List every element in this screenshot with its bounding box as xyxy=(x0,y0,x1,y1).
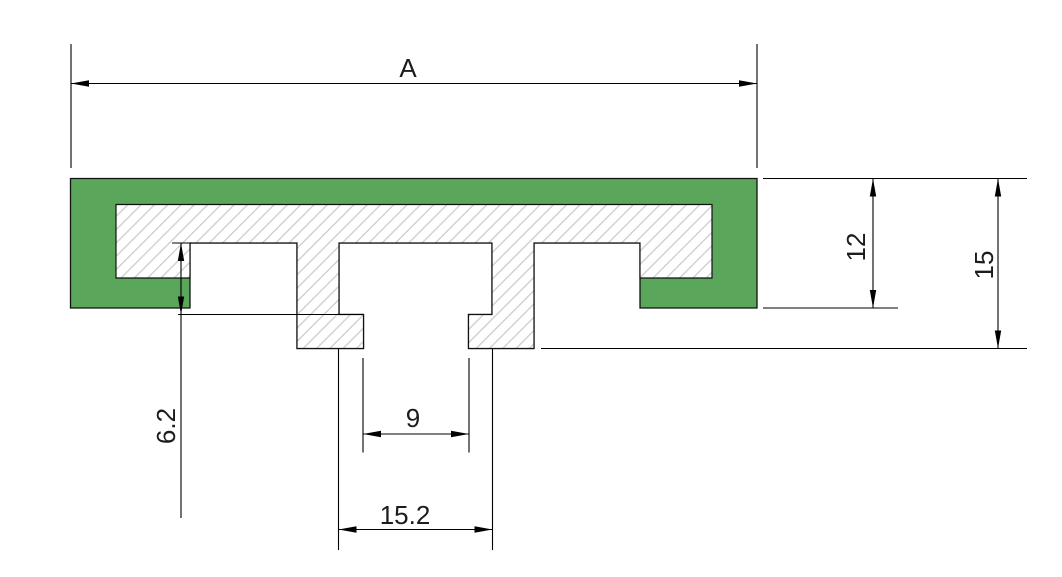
dim-9-arrow-right xyxy=(451,430,469,438)
dim-15-label: 15 xyxy=(969,251,999,280)
dim-62-label: 6.2 xyxy=(151,408,181,444)
dim-a-group xyxy=(70,44,758,168)
dim-62-group xyxy=(172,242,363,518)
dim-15-group xyxy=(541,178,1027,350)
profile-hatched-core xyxy=(115,203,713,350)
dim-12-group xyxy=(763,178,898,309)
dim-152-arrow-right xyxy=(474,526,493,533)
dim-a-arrow-left xyxy=(71,80,89,87)
dim-a-arrow-right xyxy=(739,80,757,87)
dim-12-label: 12 xyxy=(841,233,871,262)
dim-15-arrow-bottom xyxy=(994,330,1002,349)
dim-62-arrow-top xyxy=(177,243,185,261)
dim-152-arrow-left xyxy=(338,526,357,533)
dim-152-group xyxy=(337,348,494,550)
dim-9-arrow-left xyxy=(363,430,381,438)
dim-152-label: 15.2 xyxy=(380,500,431,530)
dim-62-arrow-bottom xyxy=(177,296,185,315)
dim-9-label: 9 xyxy=(406,403,420,433)
dim-12-arrow-top xyxy=(869,178,877,197)
dim-15-arrow-top xyxy=(994,178,1002,197)
dim-a-label: A xyxy=(399,53,417,83)
dim-12-arrow-bottom xyxy=(869,290,877,308)
